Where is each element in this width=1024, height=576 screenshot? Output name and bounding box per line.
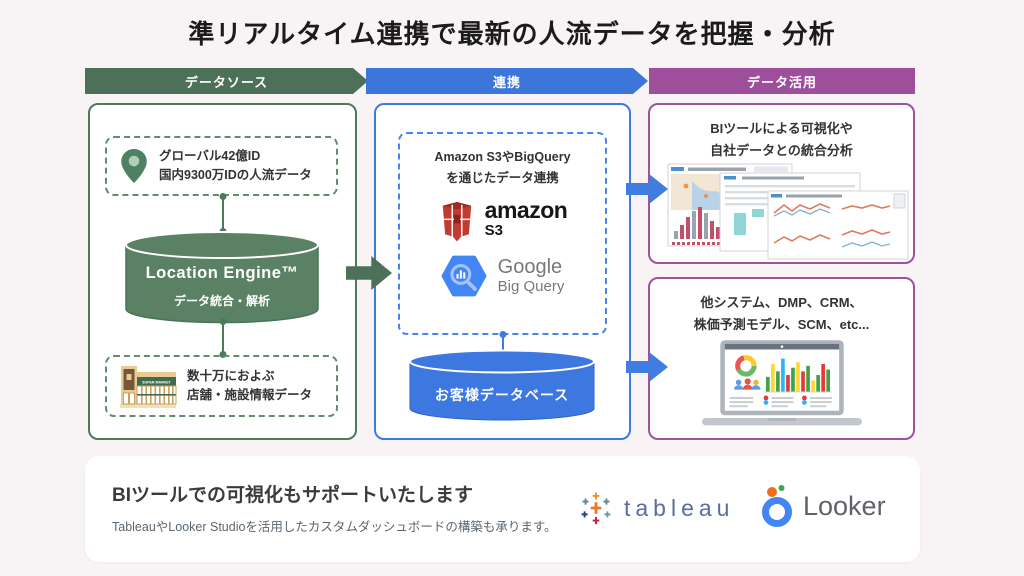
google-product: Big Query	[497, 277, 565, 295]
integration-panel: Amazon S3やBigQuery を通じたデータ連携 amazon S3	[374, 103, 631, 440]
connector-engine-to-stores	[221, 321, 224, 355]
other-systems-title: 他システム、DMP、CRM、 株価予測モデル、SCM、etc...	[650, 279, 913, 336]
bi-title: BIツールによる可視化や 自社データとの統合分析	[650, 105, 913, 162]
caption-line1: Amazon S3やBigQuery	[434, 150, 571, 164]
amazon-wordmark-block: amazon S3	[485, 199, 568, 240]
stage-header-data-source: データソース	[85, 68, 368, 94]
google-wordmark-block: Google Big Query	[498, 256, 565, 296]
stage-label: 連携	[492, 74, 521, 90]
stores-line2: 店舗・施設情報データ	[187, 388, 313, 402]
mobility-data-box: グローバル42億ID 国内9300万IDの人流データ	[105, 136, 338, 196]
stage-label: データ活用	[746, 74, 817, 90]
looker-wordmark: Looker	[803, 490, 886, 521]
dashboard-screenshots-icon	[667, 163, 909, 260]
cylinder-green-icon	[125, 231, 319, 324]
amazon-s3-logo: amazon S3	[400, 198, 605, 242]
bi-visualization-box: BIツールによる可視化や 自社データとの統合分析	[648, 103, 915, 264]
engine-name: Location Engine™	[145, 264, 299, 282]
customer-database-cylinder: お客様データベース	[408, 349, 596, 423]
amazon-wordmark: amazon	[484, 197, 568, 223]
footer-heading: BIツールでの可視化もサポートいたします	[112, 485, 474, 506]
engine-caption: データ統合・解析	[173, 294, 270, 308]
caption-line2: を通じたデータ連携	[446, 171, 559, 186]
looker-mark-icon	[762, 485, 792, 527]
stage-header-integration: 連携	[366, 68, 648, 94]
store-data-text: 数十万におよぶ 店舗・施設情報データ	[187, 367, 312, 406]
page-title: 準リアルタイム連携で最新の人流データを把握・分析	[188, 19, 836, 49]
bi-line1: BIツールによる可視化や	[710, 121, 853, 136]
other-line1: 他システム、DMP、CRM、	[700, 295, 863, 310]
amazon-product: S3	[484, 222, 504, 239]
other-systems-box: 他システム、DMP、CRM、 株価予測モデル、SCM、etc...	[648, 277, 915, 440]
store-data-box: SUPER MARKET 数十万におよぶ 店舗・施設情報データ	[105, 355, 338, 417]
google-bigquery-logo: Google Big Query	[400, 255, 605, 297]
integration-caption: Amazon S3やBigQuery を通じたデータ連携	[400, 147, 605, 190]
stage-label: データソース	[184, 74, 269, 90]
store-building-icon: SUPER MARKET	[120, 365, 177, 408]
connector-mobility-to-engine	[221, 196, 224, 232]
store-sign-text: SUPER MARKET	[142, 380, 172, 384]
amazon-s3-bucket-icon	[442, 201, 471, 241]
footer-subtext: TableauやLooker Studioを活用したカスタムダッシュボードの構築…	[112, 520, 557, 534]
mobility-line2: 国内9300万IDの人流データ	[159, 168, 312, 182]
looker-logo: Looker	[761, 483, 886, 529]
tableau-logo: tableau	[577, 489, 734, 527]
mobility-data-text: グローバル42億ID 国内9300万IDの人流データ	[159, 147, 312, 186]
database-label: お客様データベース	[434, 387, 570, 403]
cylinder-blue-icon	[409, 349, 595, 421]
other-line2: 株価予測モデル、SCM、etc...	[693, 317, 870, 333]
footer-card: BIツールでの可視化もサポートいたします TableauやLooker Stud…	[85, 456, 920, 562]
tableau-mark-icon	[581, 492, 611, 525]
bigquery-hexagon-icon	[441, 255, 487, 296]
google-wordmark: Google	[497, 255, 563, 278]
data-source-panel: グローバル42億ID 国内9300万IDの人流データ Location Engi…	[88, 103, 357, 440]
stores-line1: 数十万におよぶ	[187, 368, 275, 383]
tableau-wordmark: tableau	[624, 494, 735, 521]
location-pin-icon	[121, 149, 147, 183]
bi-line2: 自社データとの統合分析	[710, 143, 853, 159]
stage-header-utilization: データ活用	[649, 68, 915, 94]
mobility-line1: グローバル42億ID	[159, 148, 261, 163]
laptop-charts-icon	[702, 340, 862, 426]
connector-cloud-to-database	[501, 334, 504, 351]
cloud-integration-box: Amazon S3やBigQuery を通じたデータ連携 amazon S3	[398, 132, 607, 335]
location-engine-cylinder: Location Engine™ データ統合・解析	[124, 230, 320, 326]
